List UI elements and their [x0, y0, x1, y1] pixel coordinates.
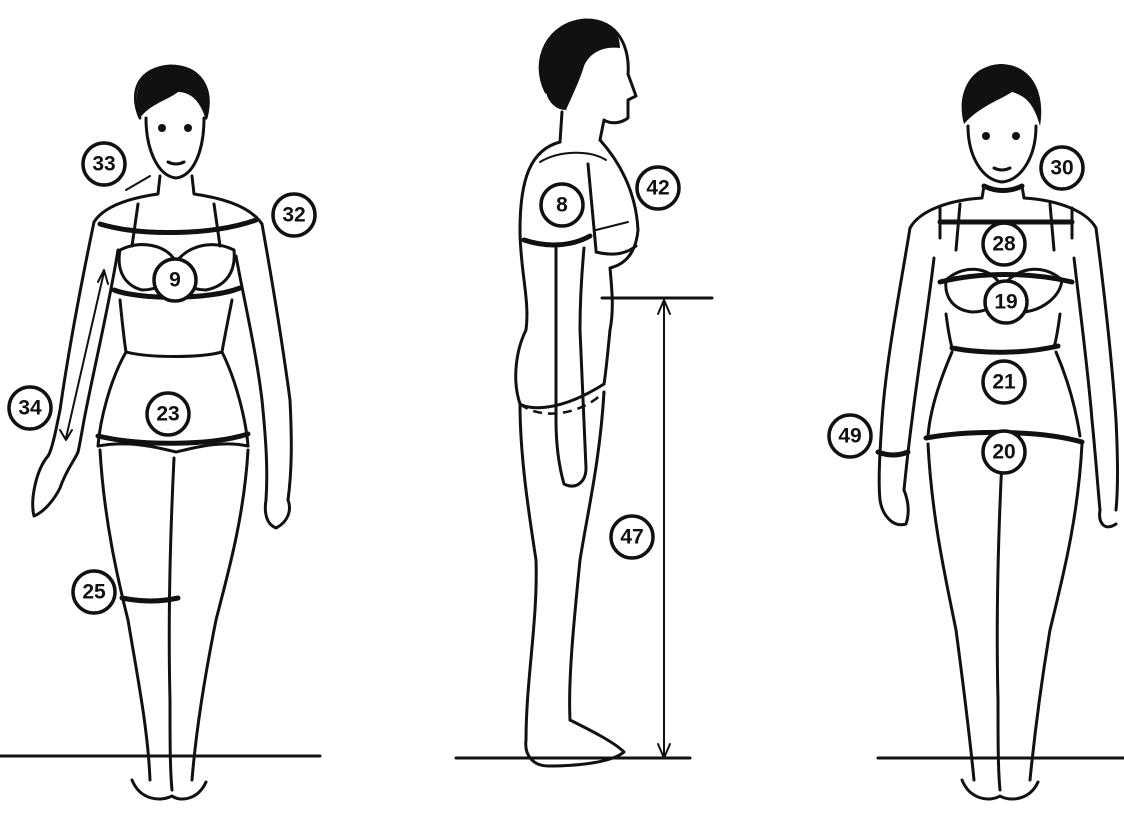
badge-label: 21 — [992, 371, 1016, 394]
measurement-badge-21: 21 — [983, 361, 1025, 403]
measurement-badge-47: 47 — [611, 516, 653, 558]
badge-label: 8 — [556, 194, 568, 217]
front-figure: 33 32 9 34 23 25 — [0, 66, 320, 799]
measurement-badge-25: 25 — [73, 571, 115, 613]
measurement-badge-9: 9 — [154, 259, 196, 301]
badge-label: 19 — [994, 291, 1017, 314]
waist-band — [952, 346, 1058, 352]
upper-arm-band — [524, 236, 590, 245]
shoulder-band — [100, 220, 256, 233]
badge-label: 20 — [992, 441, 1015, 464]
measurement-badge-33: 33 — [83, 143, 125, 185]
badge-label: 49 — [838, 425, 861, 448]
badge-label: 9 — [169, 269, 181, 292]
measurement-badge-42: 42 — [637, 167, 679, 209]
badge-label: 34 — [18, 397, 42, 420]
side-figure: 8 42 47 — [456, 20, 712, 766]
face — [146, 118, 204, 178]
measurement-badge-30: 30 — [1041, 147, 1083, 189]
measurement-badge-49: 49 — [829, 415, 871, 457]
badge-label: 33 — [92, 153, 115, 176]
measurement-badge-8: 8 — [541, 184, 583, 226]
badge-label: 25 — [82, 581, 106, 604]
badge-label: 32 — [282, 204, 305, 227]
badge-label: 42 — [646, 177, 669, 200]
measurement-badge-23: 23 — [147, 393, 189, 435]
wrist-band — [878, 452, 908, 455]
measurement-badge-28: 28 — [983, 223, 1025, 265]
neck-band — [984, 186, 1022, 191]
badge-label: 30 — [1050, 157, 1073, 180]
badge-label: 28 — [992, 233, 1016, 256]
badge-label: 23 — [156, 403, 179, 426]
measurement-badge-32: 32 — [273, 194, 315, 236]
measurement-badge-19: 19 — [985, 281, 1027, 323]
measurement-badge-20: 20 — [983, 431, 1025, 473]
front-figure-right: 30 28 19 21 49 20 — [829, 64, 1124, 799]
measurement-badge-34: 34 — [9, 387, 51, 429]
knee-band — [122, 598, 178, 601]
face — [968, 126, 1036, 182]
badge-label: 47 — [620, 526, 643, 549]
